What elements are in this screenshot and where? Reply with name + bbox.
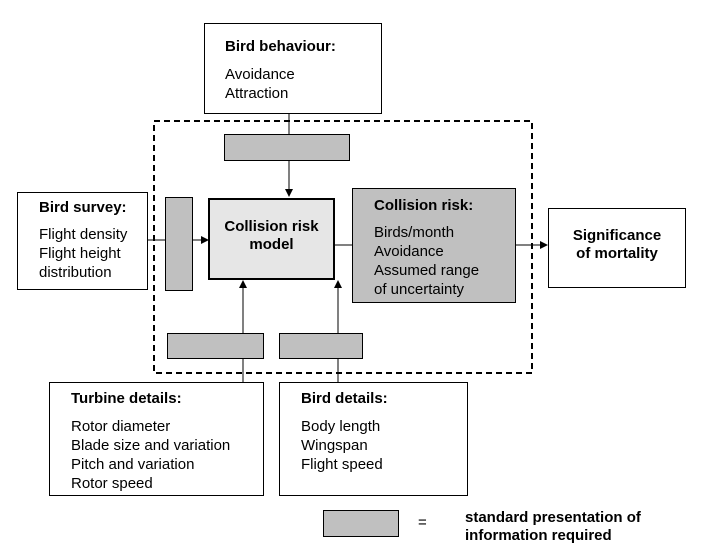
bird-behaviour-item: Avoidance xyxy=(225,66,295,83)
collision-risk-title: Collision risk: xyxy=(374,197,474,214)
bird-details-item: Wingspan xyxy=(301,437,368,454)
bird-behaviour-item: Attraction xyxy=(225,85,289,102)
bird-details-box: Bird details: Body length Wingspan Fligh… xyxy=(279,382,468,496)
collision-risk-item: Birds/month xyxy=(374,224,455,241)
bird-survey-title: Bird survey: xyxy=(39,199,127,216)
standard-presentation-box-left xyxy=(165,197,193,291)
bird-details-item: Flight speed xyxy=(301,456,383,473)
turbine-details-item: Blade size and variation xyxy=(71,437,231,454)
turbine-details-item: Rotor diameter xyxy=(71,418,171,435)
dashed-boundary xyxy=(153,120,533,374)
significance-box: Significance of mortality xyxy=(548,208,686,288)
bird-survey-item: Flight density xyxy=(39,226,128,243)
bird-behaviour-title: Bird behaviour: xyxy=(225,38,336,55)
legend-equals: = xyxy=(418,514,427,531)
turbine-details-item: Rotor speed xyxy=(71,475,153,492)
turbine-details-box: Turbine details: Rotor diameter Blade si… xyxy=(49,382,264,496)
bird-survey-item: Flight height xyxy=(39,245,121,262)
bird-behaviour-box: Bird behaviour: Avoidance Attraction xyxy=(204,23,382,114)
standard-presentation-box-bottom-left xyxy=(167,333,264,359)
collision-model-label: Collision risk xyxy=(224,218,319,235)
collision-risk-box: Collision risk: Birds/month Avoidance As… xyxy=(352,188,516,303)
standard-presentation-box-bottom-right xyxy=(279,333,363,359)
bird-survey-box: Bird survey: Flight density Flight heigh… xyxy=(17,192,148,290)
bird-details-title: Bird details: xyxy=(301,390,388,407)
collision-risk-item: Assumed range xyxy=(374,262,480,279)
bird-survey-item: distribution xyxy=(39,264,112,281)
legend-text: standard presentation of xyxy=(465,509,641,526)
turbine-details-title: Turbine details: xyxy=(71,390,182,407)
legend-text: information required xyxy=(465,527,612,544)
collision-risk-model-box: Collision risk model xyxy=(208,198,335,280)
collision-risk-item: of uncertainty xyxy=(374,281,465,298)
significance-label: Significance xyxy=(572,227,662,244)
legend-description: standard presentation of information req… xyxy=(465,509,641,545)
legend-swatch xyxy=(323,510,399,537)
significance-label: of mortality xyxy=(576,245,658,262)
collision-risk-item: Avoidance xyxy=(374,243,444,260)
turbine-details-item: Pitch and variation xyxy=(71,456,195,473)
bird-details-item: Body length xyxy=(301,418,381,435)
standard-presentation-box-top xyxy=(224,134,350,161)
collision-model-label: model xyxy=(249,236,294,253)
